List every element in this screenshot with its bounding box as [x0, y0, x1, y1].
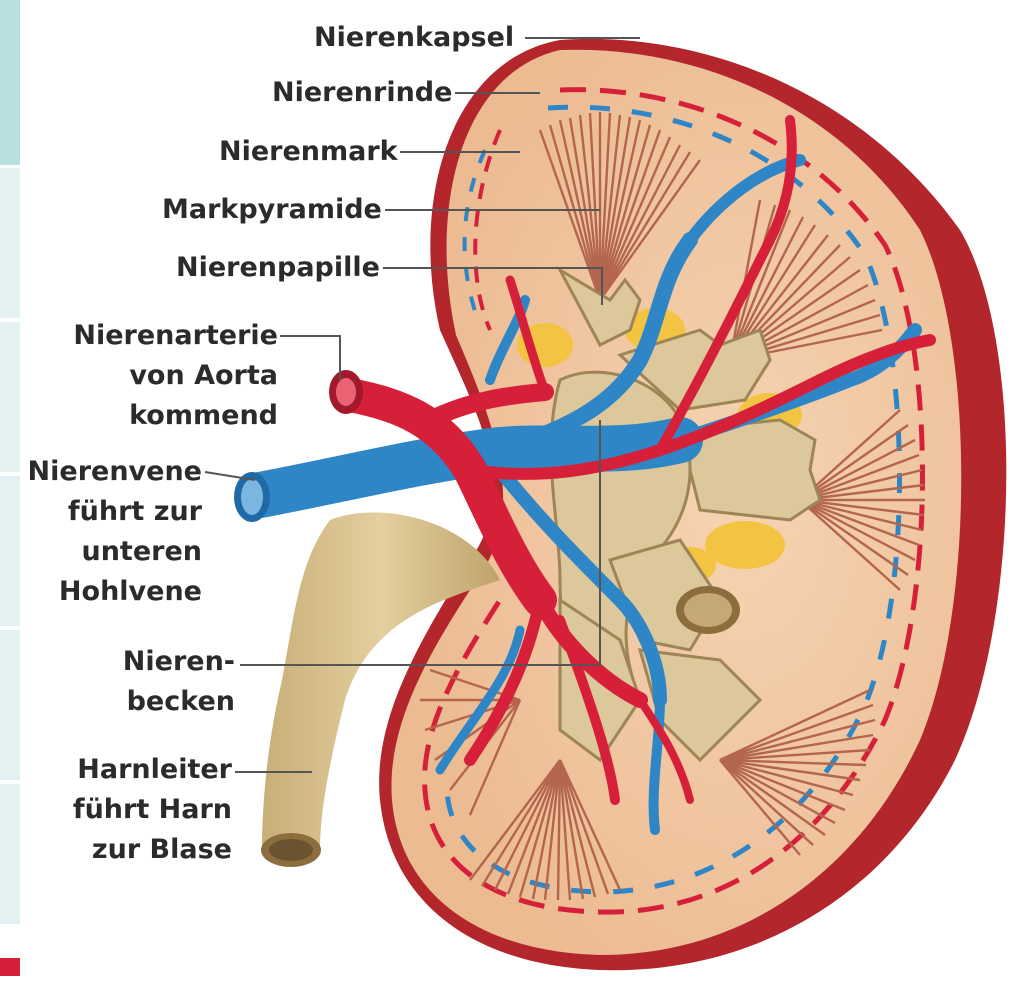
- label-nierenarterie: Nierenarterie von Aorta kommend: [68, 316, 278, 436]
- label-nierenpapille: Nierenpapille: [176, 248, 380, 288]
- label-nierenrinde: Nierenrinde: [272, 73, 452, 113]
- sidebar-panel: [0, 0, 20, 976]
- label-harnleiter: Harnleiter führt Harn zur Blase: [50, 750, 232, 870]
- label-nierenkapsel: Nierenkapsel: [314, 18, 514, 58]
- label-nierenbecken: Nieren- becken: [90, 642, 235, 722]
- label-markpyramide: Markpyramide: [162, 190, 382, 230]
- label-nierenvene: Nierenvene führt zur unteren Hohlvene: [20, 452, 202, 612]
- label-nierenmark: Nierenmark: [219, 132, 398, 172]
